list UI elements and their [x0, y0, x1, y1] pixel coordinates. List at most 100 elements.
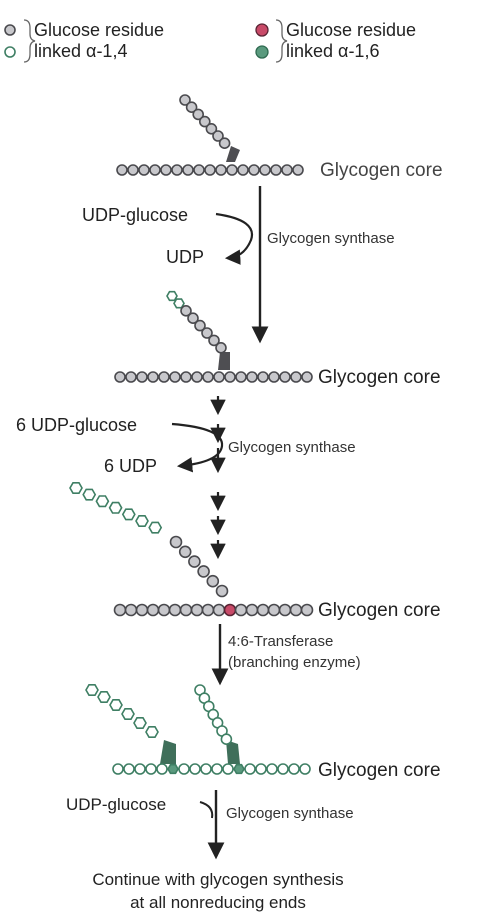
grey-residue — [194, 319, 206, 332]
grey-residue — [292, 164, 304, 176]
side-arrow — [215, 212, 254, 265]
green-residue — [277, 763, 289, 775]
grey-residue — [245, 603, 259, 617]
core-chain — [116, 164, 304, 176]
green-residue — [200, 763, 212, 775]
grey-residue — [158, 371, 170, 383]
grey-residue — [205, 123, 218, 135]
branch-stem — [218, 352, 230, 370]
core-label: Glycogen core — [320, 160, 443, 181]
enzyme-line1: 4:6-Transferase — [228, 633, 333, 650]
green-residue — [299, 763, 311, 775]
footer-line2: at all nonreducing ends — [130, 893, 306, 912]
green-residue — [134, 763, 146, 775]
grey-residue — [179, 603, 193, 617]
green-residue — [220, 733, 233, 746]
branch-stem — [226, 146, 240, 162]
grey-residue — [136, 371, 148, 383]
grey-residue — [290, 371, 302, 383]
grey-residue — [193, 164, 205, 176]
product-label: 6 UDP — [104, 456, 157, 476]
grey-residue — [116, 164, 128, 176]
green-residue — [178, 763, 190, 775]
enzyme-label: Glycogen synthase — [226, 805, 354, 822]
grey-residue — [237, 164, 249, 176]
grey-residue — [215, 584, 229, 598]
grey-residue — [259, 164, 271, 176]
grey-residue — [187, 312, 199, 325]
green-residue — [166, 290, 178, 302]
green-residue — [112, 763, 124, 775]
core-label: Glycogen core — [318, 760, 441, 781]
grey-residue — [138, 164, 150, 176]
grey-residue — [301, 371, 313, 383]
core-chain — [114, 371, 313, 383]
grey-residue — [178, 545, 192, 559]
grey-residue — [168, 603, 182, 617]
substrate-label: UDP-glucose — [66, 795, 166, 814]
green-residue — [69, 481, 83, 495]
grey-residue — [160, 164, 172, 176]
branch-chain — [194, 684, 233, 746]
grey-residue — [278, 603, 292, 617]
grey-residue — [135, 603, 149, 617]
grey-residue — [234, 603, 248, 617]
green-residue — [135, 514, 149, 528]
grey-residue — [201, 603, 215, 617]
stage-4: Glycogen core — [85, 683, 441, 781]
green-residue — [121, 508, 136, 521]
green-residue — [133, 716, 147, 730]
branch-chain — [69, 481, 229, 598]
grey-residue — [149, 164, 161, 176]
grey-residue — [213, 371, 225, 383]
green-residue — [167, 763, 179, 775]
grey-residue — [248, 164, 260, 176]
grey-residue — [124, 603, 138, 617]
green-residue — [156, 763, 168, 775]
branch-stem — [160, 740, 176, 764]
core-chain — [112, 763, 311, 775]
grey-residue — [192, 108, 204, 121]
grey-residue — [197, 565, 210, 578]
grey-residue — [212, 603, 226, 617]
legend-alpha16-line2: linked α-1,6 — [286, 41, 379, 61]
grey-residue — [267, 603, 281, 617]
branch-chain — [166, 290, 227, 354]
grey-residue — [300, 603, 314, 617]
green-residue-outline-icon — [4, 46, 16, 58]
grey-residue — [257, 371, 269, 383]
grey-residue — [179, 94, 191, 106]
stage-2: Glycogen core — [114, 290, 441, 388]
grey-residue — [235, 371, 247, 383]
branch-chain — [179, 94, 231, 149]
product-label: UDP — [166, 247, 204, 267]
grey-residue — [113, 603, 127, 617]
substrate-label: 6 UDP-glucose — [16, 415, 137, 435]
green-residue — [109, 698, 123, 712]
grey-residue — [182, 164, 194, 176]
grey-residue — [157, 603, 171, 617]
branch-chain — [85, 683, 159, 739]
legend: Glucose residue linked α-1,4 Glucose res… — [4, 19, 416, 63]
grey-residue — [215, 164, 227, 176]
green-residue — [145, 725, 159, 739]
grey-residue — [188, 555, 201, 568]
branch-point-residue — [223, 603, 237, 617]
footer-line1: Continue with glycogen synthesis — [92, 870, 343, 889]
legend-alpha14-line1: Glucose residue — [34, 20, 164, 40]
grey-residue — [268, 371, 280, 383]
stage-3: Glycogen core — [69, 481, 441, 621]
green-residue — [222, 763, 234, 775]
grey-residue — [218, 137, 231, 149]
green-residue — [211, 763, 223, 775]
grey-residue — [256, 603, 270, 617]
grey-residue — [147, 371, 159, 383]
footer: Continue with glycogen synthesis at all … — [92, 870, 343, 912]
green-residue — [108, 501, 123, 514]
core-chain — [113, 603, 314, 617]
grey-residue — [281, 164, 293, 176]
grey-residue — [191, 371, 203, 383]
step-4: UDP-glucose Glycogen synthase — [66, 790, 354, 860]
green-residue — [145, 763, 157, 775]
